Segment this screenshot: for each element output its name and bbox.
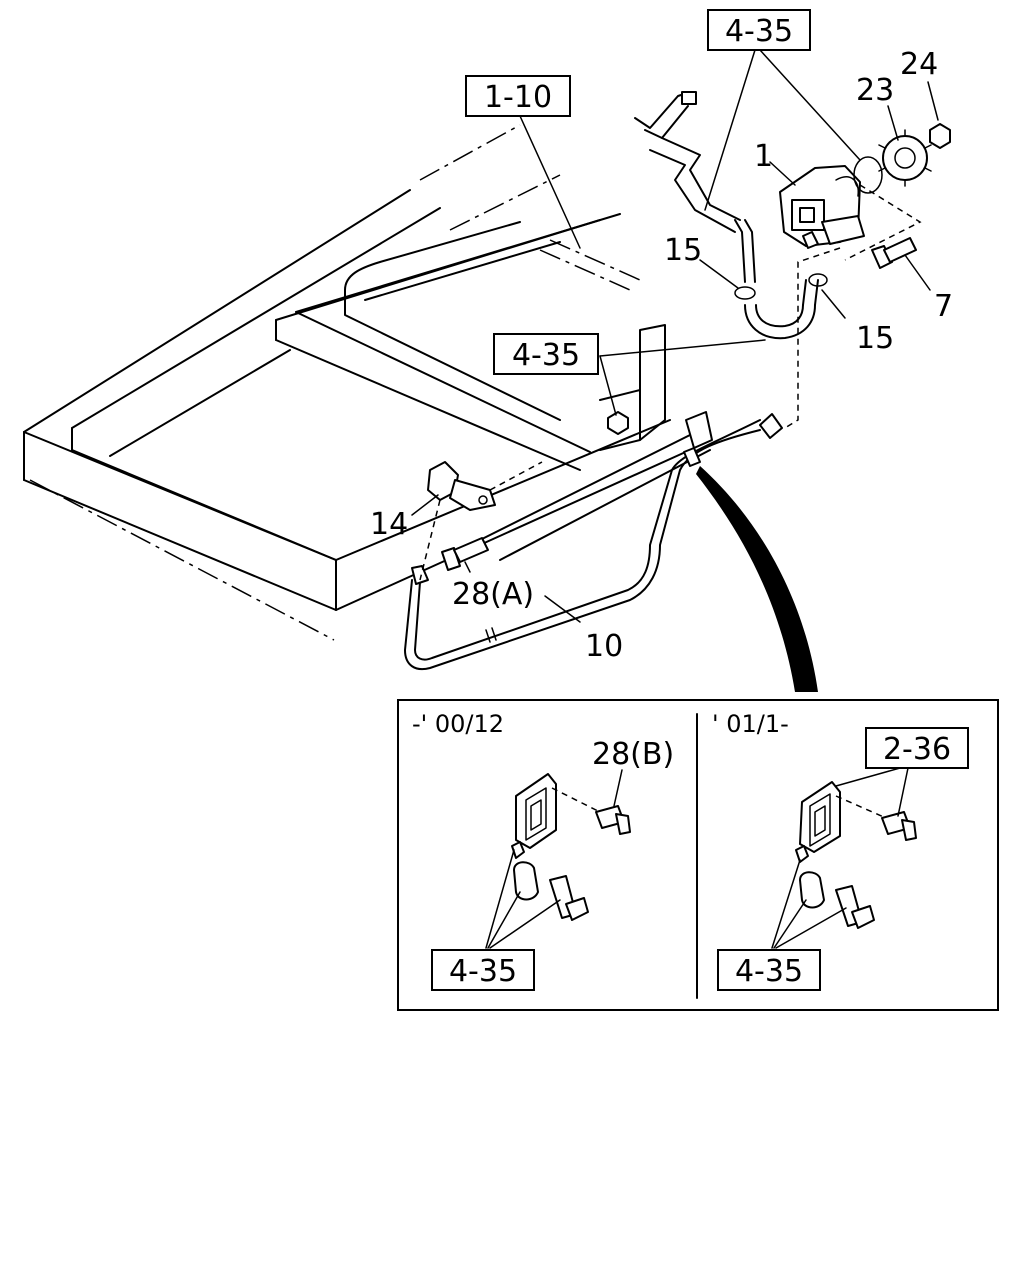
breather-pipe	[634, 91, 756, 283]
leader-lines	[411, 49, 939, 623]
o-ring	[853, 156, 883, 194]
bolt-28a	[441, 537, 489, 571]
inset-detail: -' 00/12 ' 01/1- 28(B) 4-35 2-36	[397, 699, 999, 1011]
chassis-frame	[23, 124, 711, 641]
inset-left-range: -' 00/12	[412, 710, 504, 738]
label-part-15-right: 15	[856, 321, 894, 356]
sensor-14	[427, 461, 496, 511]
label-part-15-left: 15	[664, 233, 702, 268]
ref-4-35-top: 4-35	[725, 14, 793, 49]
ref-box-1-10: 1-10	[465, 75, 571, 117]
inset-right-range: ' 01/1-	[712, 710, 789, 738]
ref-box-4-35-top: 4-35	[707, 9, 811, 51]
detail-arrow	[696, 466, 818, 692]
inset-right-ref-4-35: 4-35	[735, 954, 803, 989]
bolt-7	[871, 237, 917, 269]
label-part-28a: 28(A)	[452, 577, 534, 612]
label-part-24: 24	[900, 47, 938, 82]
label-part-14: 14	[370, 507, 408, 542]
label-part-7: 7	[934, 289, 953, 324]
ref-1-10: 1-10	[484, 80, 552, 115]
nut-24	[929, 123, 951, 149]
ref-box-4-35-mid: 4-35	[493, 333, 599, 375]
inset-right-ref-2-36: 2-36	[883, 732, 951, 767]
gear-23	[878, 129, 932, 187]
inset-label-28b: 28(B)	[592, 737, 674, 772]
frame-bracket	[599, 324, 666, 451]
label-part-23: 23	[856, 73, 894, 108]
hose-15	[734, 273, 828, 340]
inset-left-ref-4-35: 4-35	[449, 954, 517, 989]
valve-assembly	[779, 165, 865, 249]
pipe-10	[404, 413, 783, 670]
ref-4-35-mid: 4-35	[512, 338, 580, 373]
clip-bracket	[685, 411, 713, 449]
label-part-10: 10	[585, 629, 623, 664]
label-part-1: 1	[754, 139, 773, 174]
